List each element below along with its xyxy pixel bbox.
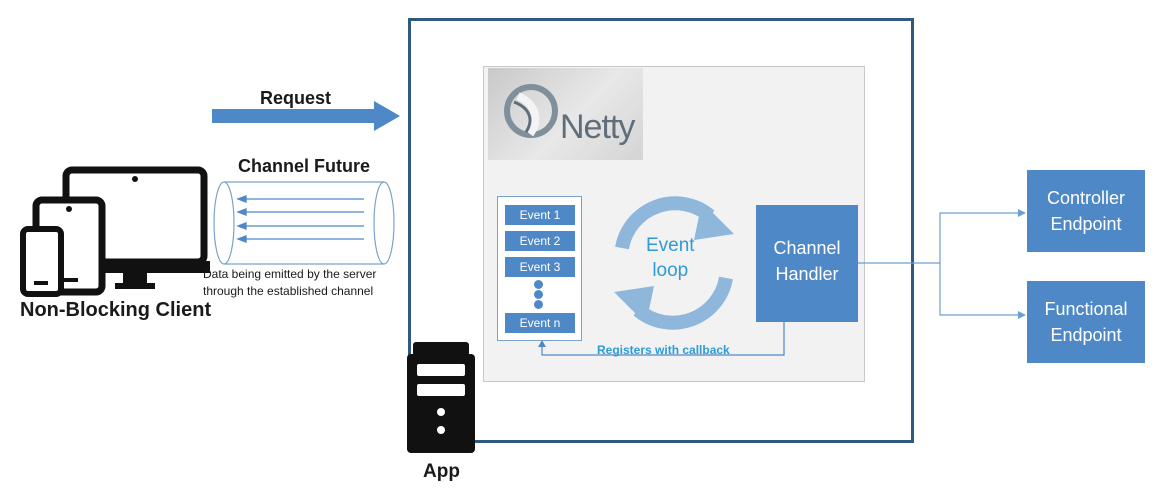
client-label: Non-Blocking Client — [20, 299, 212, 321]
netty-logo — [488, 68, 643, 160]
request-arrow — [212, 101, 400, 131]
channel-pipe — [213, 181, 395, 265]
event-item: Event 1 — [505, 205, 575, 225]
data-caption: Data being emitted by the server through… — [203, 266, 376, 300]
event-item: Event n — [505, 313, 575, 333]
data-caption-line1: Data being emitted by the server — [203, 267, 377, 281]
ellipsis-dot — [534, 300, 543, 309]
callback-connector — [538, 322, 785, 356]
data-caption-line2: through the established channel — [203, 284, 374, 298]
endpoint-connectors — [858, 209, 1026, 319]
ellipsis-dot — [534, 290, 543, 299]
app-label: App — [423, 461, 460, 482]
callback-label: Registers with callback — [597, 343, 730, 357]
channel-future-label: Channel Future — [238, 156, 371, 176]
event-item: Event 3 — [505, 257, 575, 277]
event-loop-line2: loop — [652, 260, 689, 281]
channel-handler-box: Channel Handler — [756, 205, 858, 322]
event-loop-label: Event loop — [646, 233, 695, 283]
event-item: Event 2 — [505, 231, 575, 251]
handler-line1: Channel — [773, 238, 841, 258]
endpoint-line1: Functional — [1044, 299, 1128, 319]
event-loop-line1: Event — [646, 235, 695, 256]
functional-endpoint-box: Functional Endpoint — [1027, 281, 1145, 363]
netty-logo-icon — [504, 84, 558, 138]
controller-endpoint-box: Controller Endpoint — [1027, 170, 1145, 252]
event-loop-arrows-icon — [614, 196, 734, 330]
request-label: Request — [260, 88, 332, 108]
endpoint-line2: Endpoint — [1050, 325, 1122, 345]
endpoint-line1: Controller — [1046, 188, 1126, 208]
server-icon — [407, 342, 475, 453]
handler-line2: Handler — [775, 264, 839, 284]
netty-logo-text: Netty — [560, 108, 635, 146]
ellipsis-dot — [534, 280, 543, 289]
endpoint-line2: Endpoint — [1050, 214, 1122, 234]
devices-icon — [20, 166, 210, 297]
